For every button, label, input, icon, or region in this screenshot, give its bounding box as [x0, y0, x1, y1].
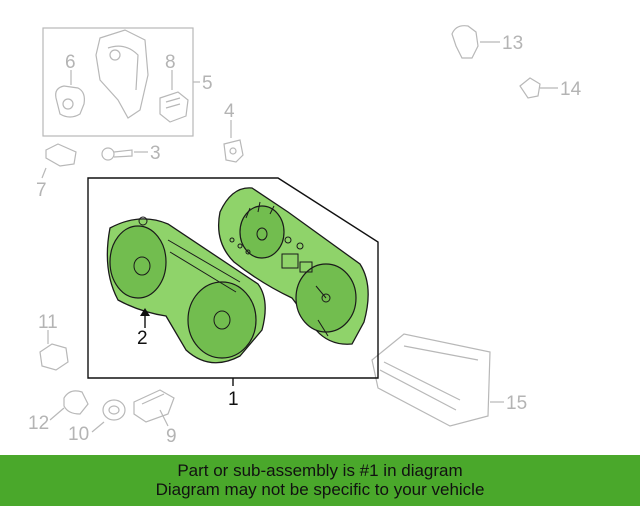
part-7-clip[interactable]	[45, 143, 77, 167]
leader-10	[91, 421, 105, 433]
callout-15[interactable]: 15	[506, 393, 527, 414]
callout-6[interactable]: 6	[65, 52, 76, 73]
info-banner: Part or sub-assembly is #1 in diagram Di…	[0, 455, 640, 506]
part-13-cap[interactable]	[451, 25, 479, 59]
callout-7[interactable]: 7	[36, 180, 47, 201]
leader-9	[159, 409, 169, 427]
part-6-knob[interactable]	[55, 85, 85, 118]
leader-12	[49, 407, 65, 421]
leader-2-arrow	[140, 308, 150, 316]
part-12-knob[interactable]	[63, 390, 89, 415]
parts-diagram: 5 6 8 7 3 4 13 14 11	[28, 25, 582, 447]
part-8-switch[interactable]	[159, 91, 189, 123]
callout-5[interactable]: 5	[202, 73, 213, 94]
callout-12[interactable]: 12	[28, 413, 49, 434]
callout-14[interactable]: 14	[560, 79, 582, 100]
part-10-ring[interactable]	[102, 399, 126, 421]
callout-8[interactable]: 8	[165, 52, 176, 73]
banner-line-2: Diagram may not be specific to your vehi…	[155, 480, 485, 499]
banner-line-1: Part or sub-assembly is #1 in diagram	[177, 461, 463, 480]
part-9-switch[interactable]	[133, 389, 175, 423]
part-5-bezel[interactable]	[95, 29, 149, 119]
leader-7	[41, 167, 47, 179]
assembly-1-frame	[87, 177, 379, 379]
callout-4[interactable]: 4	[224, 101, 235, 122]
callout-1[interactable]: 1	[228, 389, 239, 410]
part-15-module[interactable]	[371, 333, 491, 427]
callout-2[interactable]: 2	[137, 328, 148, 349]
callout-11[interactable]: 11	[38, 312, 58, 333]
callout-10[interactable]: 10	[68, 424, 89, 445]
part-1-cluster-face[interactable]	[217, 187, 369, 345]
part-4-bracket[interactable]	[223, 139, 244, 163]
callout-9[interactable]: 9	[166, 426, 177, 447]
part-11-bulb[interactable]	[39, 343, 69, 371]
part-14-clip[interactable]	[519, 77, 541, 99]
part-3-screw[interactable]	[101, 147, 133, 161]
part-2-housing[interactable]	[106, 216, 266, 364]
callout-13[interactable]: 13	[502, 33, 523, 54]
callout-3[interactable]: 3	[150, 143, 161, 164]
